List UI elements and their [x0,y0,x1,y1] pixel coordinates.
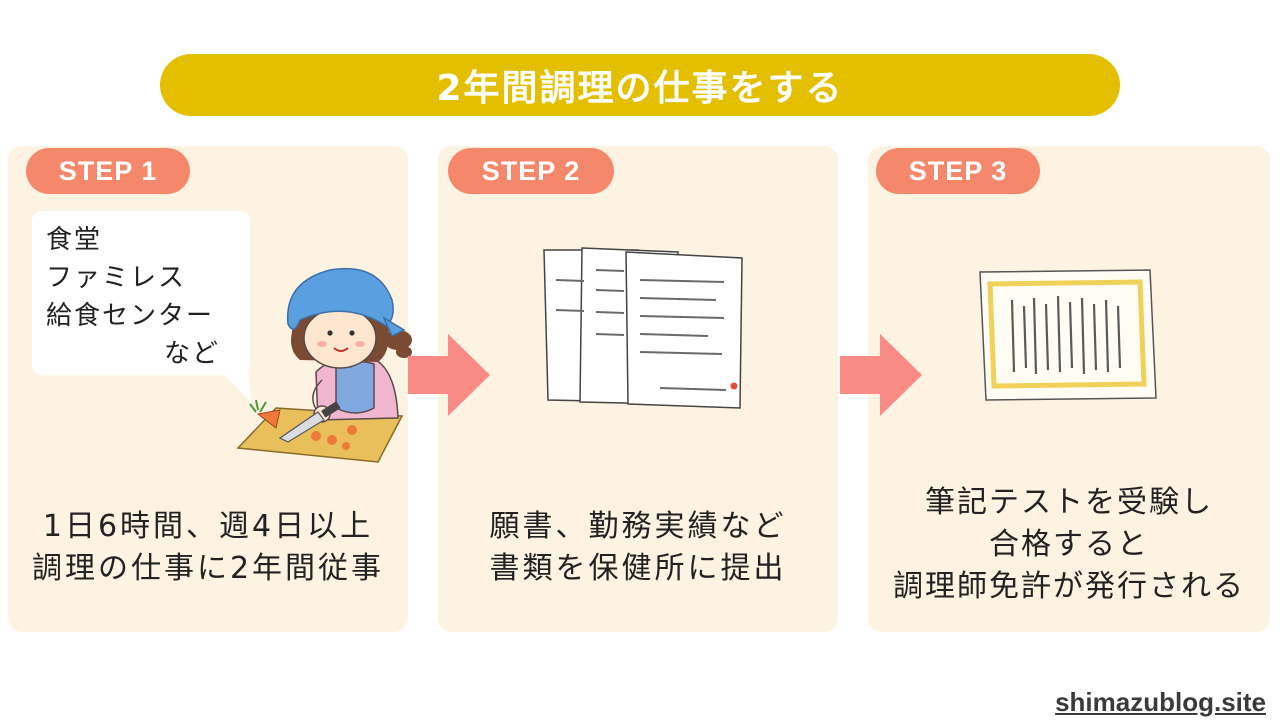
documents-illustration [543,247,743,409]
workplace-speech-bubble: 食堂 ファミレス 給食センター など [32,211,250,375]
site-watermark: shimazublog.site [1055,687,1266,717]
description-line: 調理師免許が発行される [893,569,1245,604]
bubble-line: ファミレス [46,263,187,293]
certificate-illustration [979,269,1157,401]
bubble-line: など [164,339,221,369]
bubble-line: 食堂 [46,225,103,255]
right-arrow-icon [408,334,490,416]
step-1-label: STEP 1 [26,148,190,194]
description-line: 調理の仕事に2年間従事 [31,551,385,586]
step-2-label: STEP 2 [448,148,614,194]
description-line: 願書、勤務実績など [489,509,787,544]
page-title: 2年間調理の仕事をする [160,54,1120,116]
bubble-line: 給食センター [46,301,215,331]
bubble-tail [222,372,252,404]
cook-illustration [236,267,412,463]
right-arrow-icon [840,334,922,416]
step-3-description: 筆記テストを受験し 合格すると 調理師免許が発行される [868,482,1270,608]
description-line: 筆記テストを受験し [925,485,1213,520]
description-line: 合格すると [989,527,1149,562]
description-line: 書類を保健所に提出 [489,551,787,586]
step-2-description: 願書、勤務実績など 書類を保健所に提出 [438,506,838,590]
step-1-description: 1日6時間、週4日以上 調理の仕事に2年間従事 [8,506,408,590]
description-line: 1日6時間、週4日以上 [42,509,374,544]
step-3-label: STEP 3 [876,148,1040,194]
